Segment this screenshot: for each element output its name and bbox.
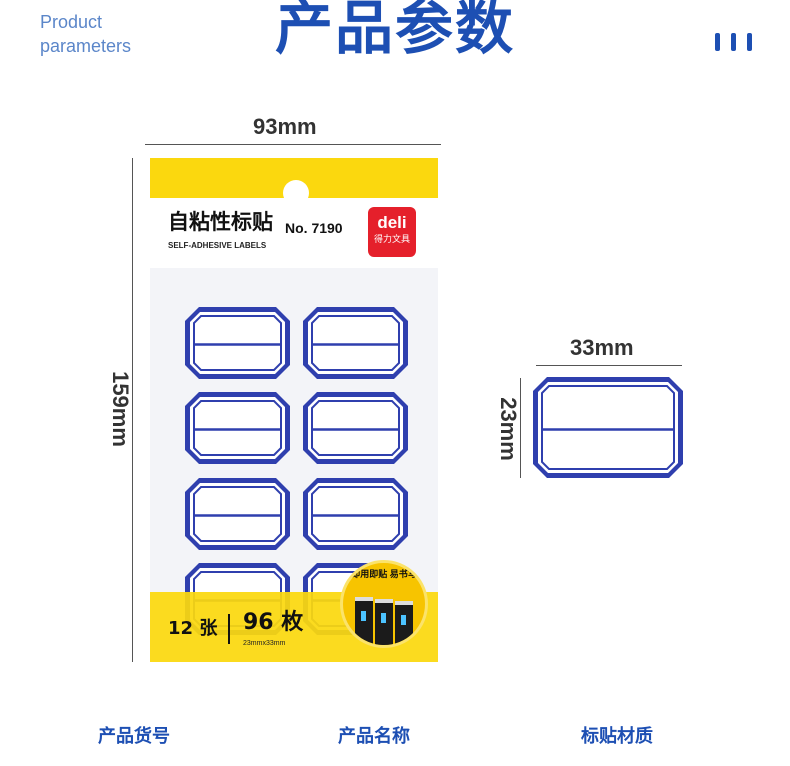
footer-item-name: 产品名称: [338, 726, 410, 747]
label-sticker: [303, 392, 408, 464]
badge-text: 即用即贴 易书写: [351, 569, 417, 579]
english-heading: Product parameters: [40, 10, 131, 58]
en-line-2: parameters: [40, 36, 132, 56]
product-name-en: SELF-ADHESIVE LABELS: [168, 241, 267, 250]
hang-hole: [283, 180, 309, 206]
label-sticker: [303, 478, 408, 550]
height-dimension-line: [132, 158, 133, 662]
sheet-count: 12 张: [168, 618, 218, 639]
decorative-bars-icon: [715, 33, 752, 51]
binder-icon: [375, 599, 393, 645]
label-width-line: [536, 365, 682, 366]
product-name-cn: 自粘性标贴: [168, 210, 273, 234]
label-sticker: [533, 377, 683, 478]
label-height-text: 23mm: [495, 397, 521, 461]
brand-name-cn: 得力文具: [373, 234, 410, 244]
width-dimension-line: [145, 144, 441, 145]
en-line-1: Product: [40, 12, 103, 32]
label-sticker: [185, 307, 290, 379]
width-label: 93mm: [253, 114, 317, 139]
divider: [228, 614, 230, 644]
label-sticker: [303, 307, 408, 379]
label-height-line: [520, 378, 521, 478]
feature-badge: 即用即贴 易书写: [340, 560, 428, 648]
label-size: 23mmx33mm: [243, 640, 286, 647]
brand-logo: deli 得力文具: [368, 207, 416, 257]
label-sticker: [185, 478, 290, 550]
binder-icon: [395, 601, 413, 645]
model-number: No. 7190: [285, 220, 343, 236]
page-title: 产品参数: [274, 0, 515, 62]
label-width-text: 33mm: [570, 335, 634, 360]
footer-item-material: 标贴材质: [581, 726, 653, 747]
label-count: 96 枚: [243, 610, 304, 635]
footer-item-model: 产品货号: [98, 726, 170, 747]
binder-icon: [355, 597, 373, 645]
label-sticker: [185, 392, 290, 464]
brand-name: deli: [377, 213, 407, 232]
